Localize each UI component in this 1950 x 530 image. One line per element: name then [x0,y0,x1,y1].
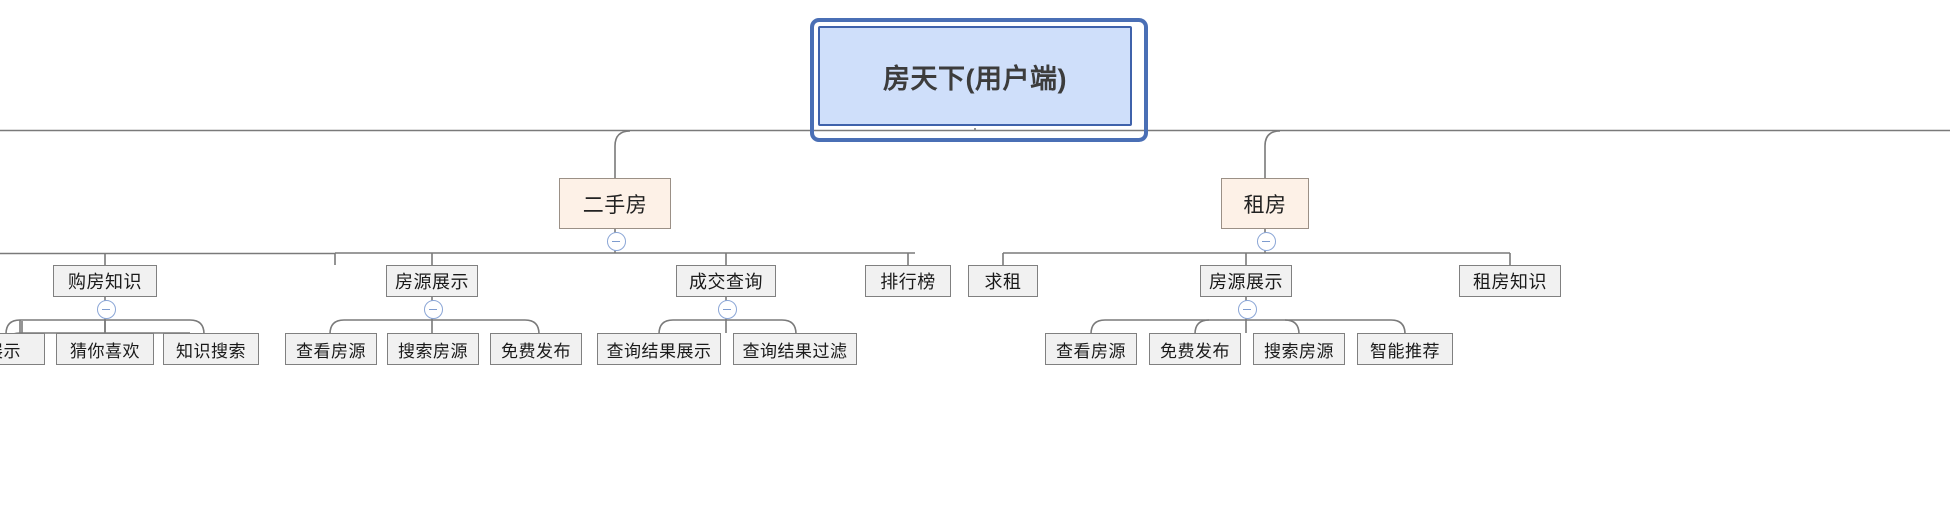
leaf-sousuo-fangyuan-zf[interactable]: 搜索房源 [1253,333,1345,365]
collapse-toggle-zufang-icon[interactable] [1256,232,1276,251]
root-selection-ring [810,18,1148,142]
collapse-toggle-fangyuan-zf-icon[interactable] [1237,300,1257,319]
leaf-zhineng-tuijian[interactable]: 智能推荐 [1357,333,1453,365]
minus-icon [102,308,110,311]
leaf-zhanshi[interactable]: 展示 [0,333,45,365]
node-paihangbang[interactable]: 排行榜 [865,265,951,297]
root-node[interactable]: 房天下(用户端) [818,26,1132,126]
node-fangyuan-zhanshi-esf[interactable]: 房源展示 [386,265,478,297]
leaf-mianfei-fabu-esf[interactable]: 免费发布 [490,333,582,365]
collapse-toggle-ershoufang-icon[interactable] [606,232,626,251]
leaf-chaxun-jieguo-guolv[interactable]: 查询结果过滤 [733,333,857,365]
node-ershoufang[interactable]: 二手房 [559,178,671,229]
node-zufang[interactable]: 租房 [1221,178,1309,229]
leaf-mianfei-fabu-zf[interactable]: 免费发布 [1149,333,1241,365]
minus-icon [612,240,620,243]
leaf-chakan-fangyuan-esf[interactable]: 查看房源 [285,333,377,365]
leaf-chakan-fangyuan-zf[interactable]: 查看房源 [1045,333,1137,365]
leaf-chaxun-jieguo-zhanshi[interactable]: 查询结果展示 [597,333,721,365]
leaf-sousuo-fangyuan-esf[interactable]: 搜索房源 [387,333,479,365]
minus-icon [723,308,731,311]
node-chengjiaochaxun[interactable]: 成交查询 [676,265,776,297]
minus-icon [1243,308,1251,311]
node-zufangzhishi[interactable]: 租房知识 [1459,265,1561,297]
minus-icon [429,308,437,311]
collapse-toggle-chengjiaochaxun-icon[interactable] [717,300,737,319]
minus-icon [1262,240,1270,243]
node-fangyuan-zhanshi-zf[interactable]: 房源展示 [1200,265,1292,297]
node-qiuzu[interactable]: 求租 [968,265,1038,297]
collapse-toggle-goufangzhishi-icon[interactable] [96,300,116,319]
node-goufangzhishi[interactable]: 购房知识 [53,265,157,297]
leaf-zhishi-sousuo[interactable]: 知识搜索 [163,333,259,365]
collapse-toggle-fangyuan-esf-icon[interactable] [423,300,443,319]
leaf-caini-xihuan[interactable]: 猜你喜欢 [56,333,154,365]
